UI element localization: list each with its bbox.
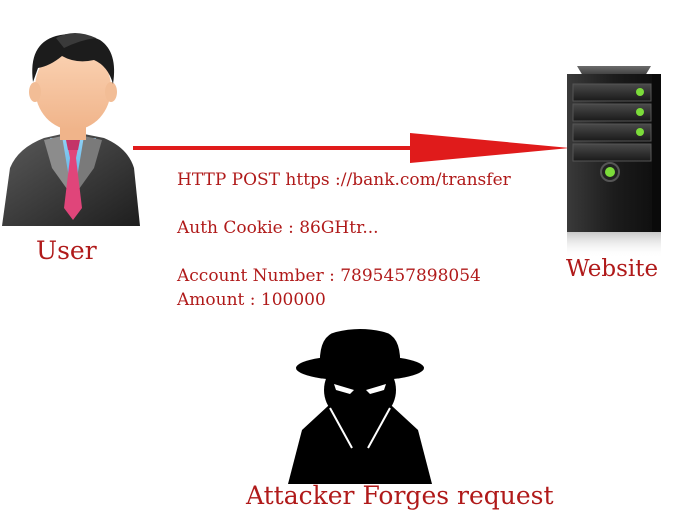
server-tower-icon <box>567 66 661 258</box>
attacker-label: Attacker Forges request <box>246 481 554 510</box>
account-number-text: Account Number : 7895457898054 <box>177 266 481 286</box>
website-label: Website <box>566 256 659 282</box>
user-avatar-icon <box>2 33 140 226</box>
request-arrow <box>133 133 570 163</box>
request-line: HTTP POST https ://bank.com/transfer <box>177 170 511 190</box>
user-label: User <box>36 236 97 265</box>
amount-text: Amount : 100000 <box>177 290 326 310</box>
spy-hacker-icon <box>288 329 432 484</box>
auth-cookie-text: Auth Cookie : 86GHtr... <box>177 218 379 238</box>
